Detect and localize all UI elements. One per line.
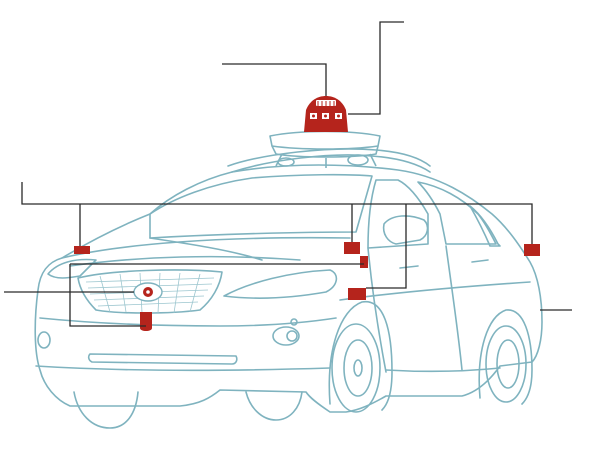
front-wheel-center: [353, 359, 363, 377]
callout-grille-bracket: [69, 263, 364, 327]
fog-light-left: [37, 331, 51, 349]
front-wheel-arch: [328, 301, 393, 411]
roof-lidar-sensor-icon: [304, 96, 348, 132]
grille-outline: [77, 269, 223, 314]
front-wheel: [331, 323, 381, 413]
callout-roof-right: [348, 21, 404, 115]
rear-side-window: [417, 181, 497, 245]
front-wheel-hub: [343, 339, 373, 397]
side-mirror: [382, 215, 429, 245]
hood-front-edge: [69, 255, 301, 267]
door-line-front: [367, 247, 387, 373]
front-camera-lens-icon: [133, 282, 163, 302]
grille-mesh: [85, 272, 215, 314]
rack-platform-base: [271, 145, 379, 158]
lower-intake: [87, 353, 238, 365]
windshield-camera-lower-icon: [360, 256, 368, 268]
rear-wheel: [485, 325, 527, 403]
fog-light-right-inner: [286, 330, 298, 342]
door-line-rear: [445, 245, 463, 371]
left-front-wheel: [73, 391, 139, 429]
bumper-line-lower: [35, 365, 331, 371]
rack-mount-right: [347, 154, 369, 166]
left-front-radar-icon: [74, 246, 90, 254]
car-body-outline: [34, 164, 543, 413]
rear-quarter-window: [469, 205, 501, 247]
roof-rack: [269, 130, 381, 168]
callout-mirror: [366, 204, 407, 289]
mirror-sensor-icon: [348, 288, 366, 300]
roof-rail-back: [227, 148, 431, 167]
front-side-window: [367, 179, 429, 249]
front-bumper-radar-icon: [140, 312, 152, 331]
windshield-camera-icon: [344, 242, 360, 254]
rack-leg-right: [369, 153, 377, 167]
rear-radar-icon: [524, 244, 540, 256]
rocker-panel: [385, 367, 501, 373]
callout-left-long: [21, 182, 533, 244]
door-handle-front: [399, 265, 419, 269]
rack-mount-left: [277, 157, 295, 167]
car-outline: [34, 148, 543, 429]
door-handle-rear: [471, 259, 489, 263]
marker-light: [290, 318, 298, 326]
callout-roof-top: [222, 63, 327, 96]
hood-line: [149, 237, 263, 261]
rear-wheel-hub: [496, 339, 520, 389]
bumper-line-upper: [39, 317, 337, 327]
windshield: [149, 173, 373, 239]
callout-lines: [4, 21, 572, 327]
headlight-right: [223, 269, 338, 299]
fog-light-right: [272, 326, 300, 346]
rear-wheel-arch: [478, 309, 533, 405]
left-rear-wheel: [245, 391, 303, 421]
headlight-left: [47, 258, 97, 279]
